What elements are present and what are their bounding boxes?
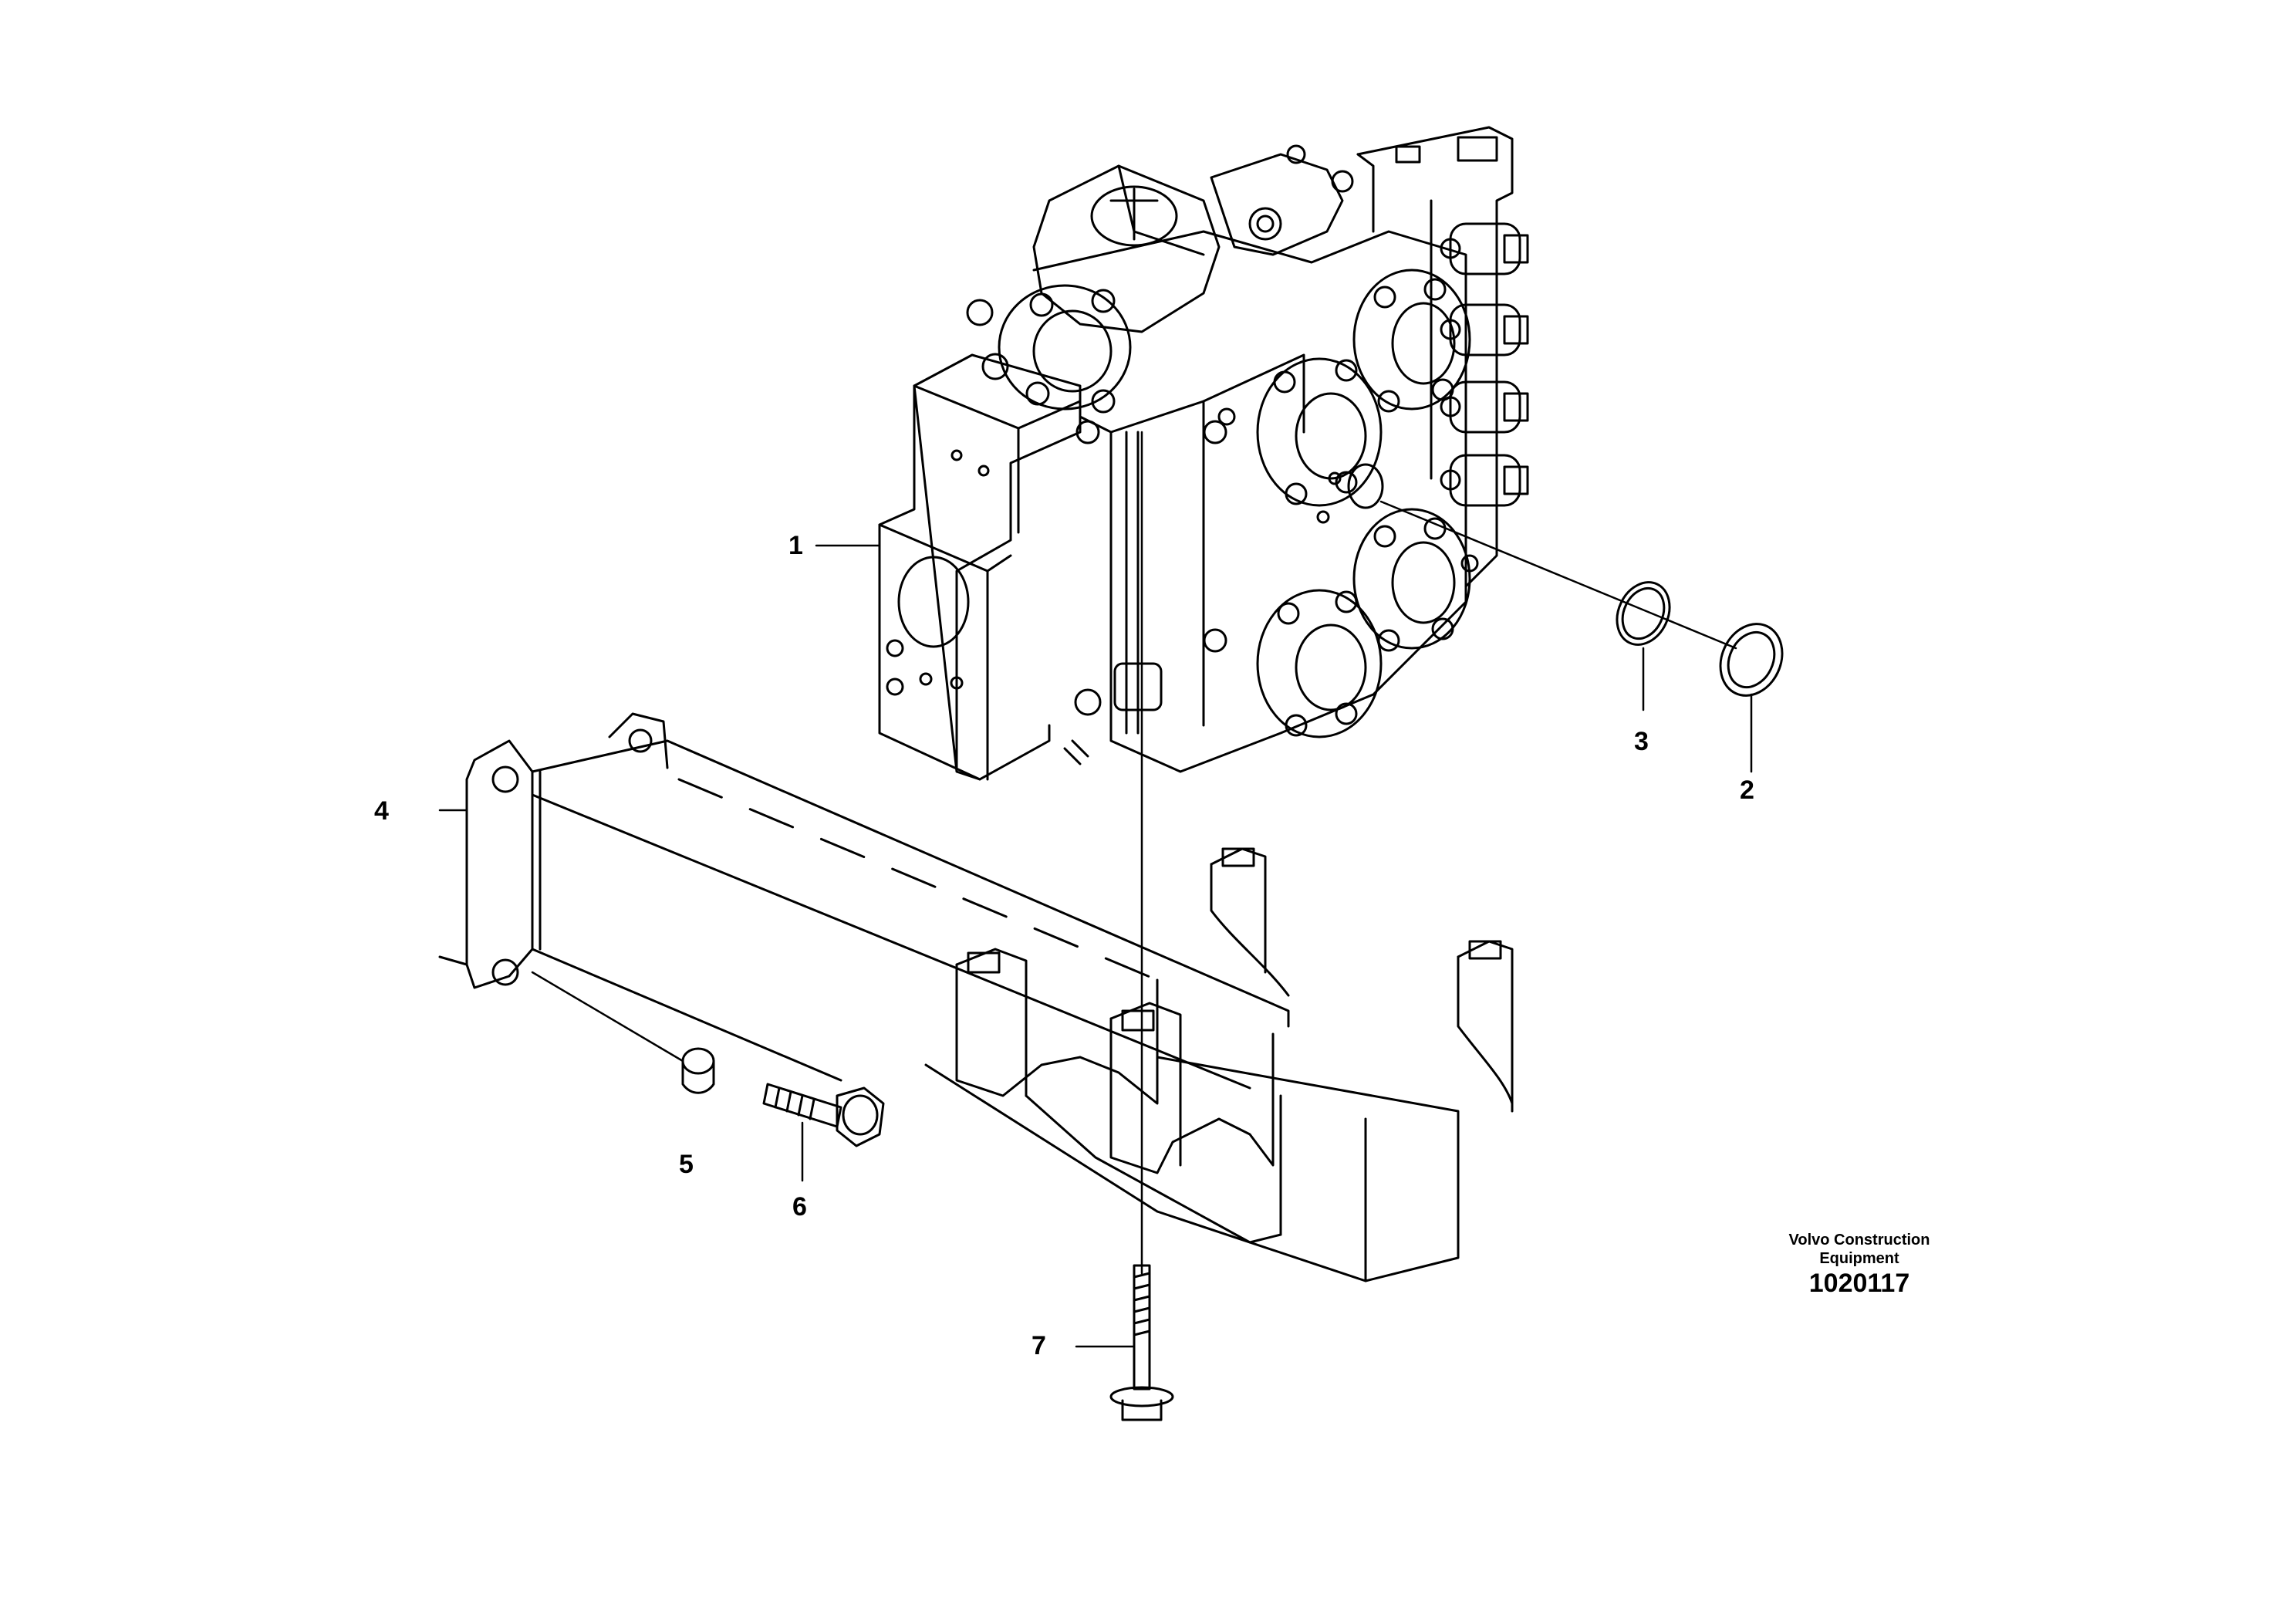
brand-line-1: Volvo Construction [1788,1232,1930,1249]
callout-3: 3 [1634,727,1649,756]
callout-6: 6 [792,1192,807,1222]
seal-ring-part-2 [1719,623,1784,697]
callout-5: 5 [679,1150,694,1179]
control-valve-part-1 [878,126,1529,781]
document-number: 1020117 [1808,1269,1910,1298]
solenoid-valves [1440,222,1529,507]
brand-name: Volvo Construction Equipment [1751,1231,1967,1268]
leader-lines [438,431,1753,1348]
callout-4: 4 [374,796,389,826]
mounting-bracket-part-4 [438,712,1514,1282]
callout-1: 1 [788,531,803,560]
callout-2: 2 [1740,776,1754,805]
spacer-sleeve-part-5 [681,1047,715,1094]
o-ring-part-3 [1616,581,1671,646]
brand-block: Volvo Construction Equipment 1020117 [1751,1231,1967,1299]
flange-bolt-part-6 [762,1083,885,1147]
brand-line-2: Equipment [1819,1250,1899,1267]
long-bolt-part-7 [1109,1264,1174,1421]
callout-7: 7 [1032,1331,1046,1360]
